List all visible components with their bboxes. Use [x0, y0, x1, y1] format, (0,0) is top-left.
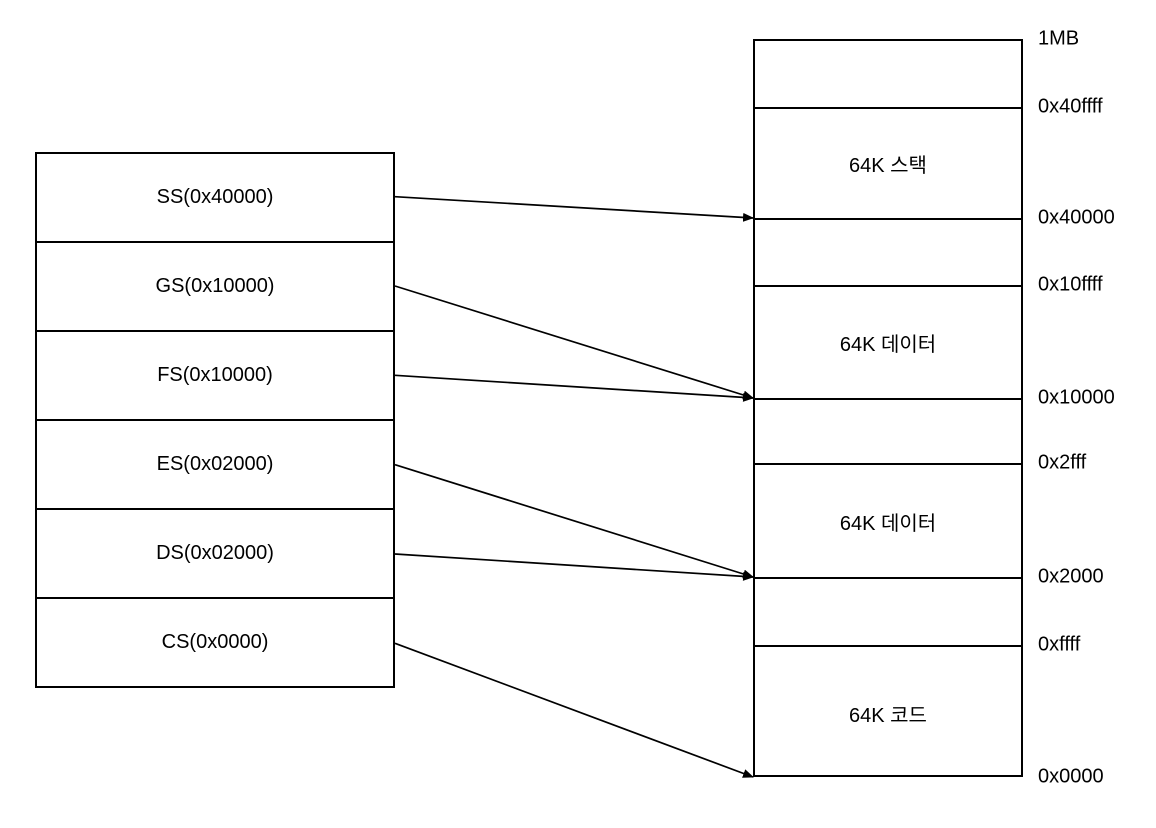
register-row: GS(0x10000)	[37, 243, 393, 332]
mapping-arrow	[394, 195, 754, 222]
memory-map-box: 64K 스택 64K 데이터 64K 데이터 64K 코드	[753, 39, 1023, 777]
address-label: 0x0000	[1038, 765, 1104, 788]
mapping-arrow	[394, 642, 754, 778]
address-label: 0xffff	[1038, 633, 1081, 656]
mapping-arrow	[394, 374, 754, 402]
address-label: 0x10ffff	[1038, 273, 1103, 296]
segment-register-box: SS(0x40000) GS(0x10000) FS(0x10000) ES(0x02…	[35, 152, 395, 688]
address-label: 0x10000	[1038, 386, 1115, 409]
mapping-arrow	[394, 285, 754, 400]
memory-region: 64K 스택	[755, 109, 1021, 220]
address-label: 0x2000	[1038, 565, 1104, 588]
register-row: FS(0x10000)	[37, 332, 393, 421]
memory-region-label: 64K 데이터	[839, 512, 937, 535]
memory-region: 64K 데이터	[755, 465, 1021, 579]
address-label: 0x40ffff	[1038, 95, 1103, 118]
memory-gap-region	[755, 41, 1021, 109]
register-row: ES(0x02000)	[37, 421, 393, 510]
register-label: GS(0x10000)	[155, 275, 275, 297]
register-row: SS(0x40000)	[37, 154, 393, 243]
memory-region: 64K 데이터	[755, 287, 1021, 400]
register-label: ES(0x02000)	[156, 453, 274, 475]
memory-region: 64K 코드	[755, 647, 1021, 779]
register-label: DS(0x02000)	[156, 542, 274, 564]
register-row: CS(0x0000)	[37, 599, 393, 686]
memory-gap-region	[755, 579, 1021, 647]
memory-region-label: 64K 데이터	[839, 334, 937, 356]
mapping-arrow	[394, 463, 754, 579]
address-label: 1MB	[1038, 27, 1080, 50]
memory-gap-region	[755, 400, 1021, 465]
memory-region-label: 64K 스택	[849, 155, 927, 177]
register-row: DS(0x02000)	[37, 510, 393, 599]
address-label: 0x2fff	[1038, 451, 1087, 474]
address-label: 0x40000	[1038, 206, 1115, 229]
register-label: SS(0x40000)	[156, 186, 274, 208]
memory-gap-region	[755, 220, 1021, 287]
register-label: CS(0x0000)	[161, 631, 269, 653]
register-label: FS(0x10000)	[157, 364, 273, 386]
memory-region-label: 64K 코드	[849, 704, 927, 727]
mapping-arrow	[394, 553, 754, 581]
